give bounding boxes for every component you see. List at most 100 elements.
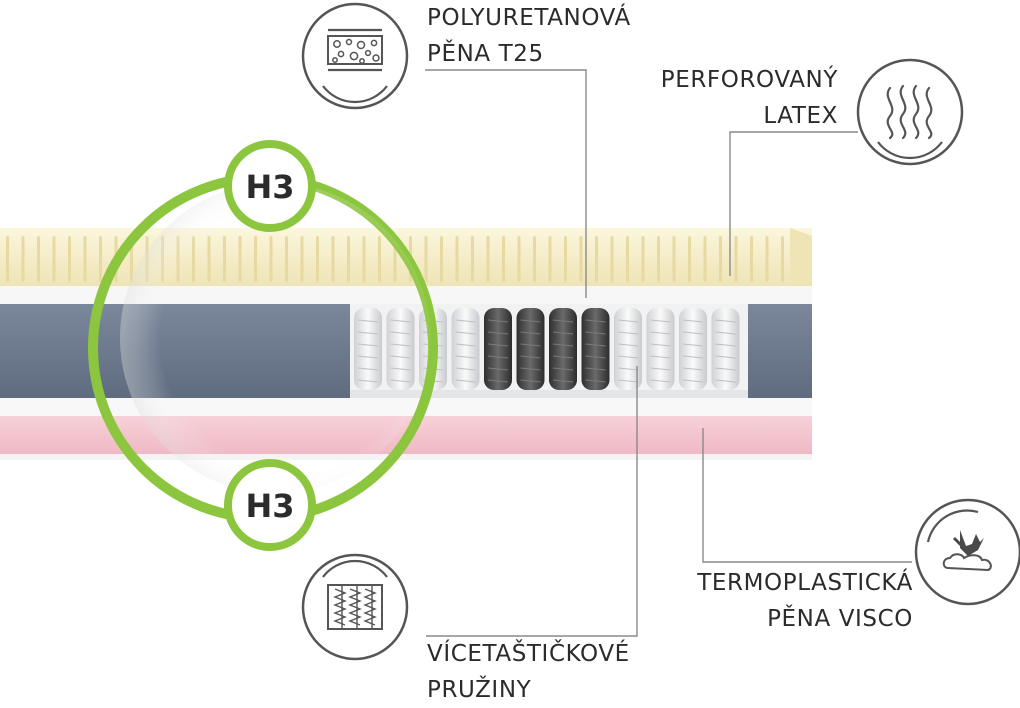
label-pocket-springs: VÍCETAŠTIČKOVÉ PRUŽINY xyxy=(427,636,630,708)
pocket-spring-coil xyxy=(715,379,736,383)
latex-rib xyxy=(424,236,428,282)
callout-line-latex xyxy=(729,131,858,276)
pocket-spring-coil xyxy=(455,355,476,359)
callout-line-springs xyxy=(426,366,638,637)
pocket-spring-coil xyxy=(487,379,509,383)
pocket-spring-coil xyxy=(682,319,704,323)
pocket-spring-coil xyxy=(487,319,509,323)
latex-rib xyxy=(781,236,784,282)
label-springs-line2: PRUŽINY xyxy=(427,677,532,703)
latex-edge xyxy=(790,228,812,286)
latex-rib xyxy=(750,236,753,282)
latex-rib xyxy=(719,236,722,282)
firmness-badge-bottom-text: H3 xyxy=(245,487,294,525)
pocket-spring-coil xyxy=(585,367,606,371)
latex-rib xyxy=(99,236,102,282)
latex-rib xyxy=(564,236,567,282)
latex-rib xyxy=(641,236,645,282)
pocket-spring-coil xyxy=(650,343,671,347)
label-polyurethane-line2: PĚNA T25 xyxy=(427,41,544,67)
firmness-badge-top-text: H3 xyxy=(245,168,294,206)
label-latex-line1: PERFOROVANÝ xyxy=(660,67,838,93)
latex-rib xyxy=(68,236,71,282)
pocket-spring-coil xyxy=(552,355,574,359)
pocket-spring-coil xyxy=(617,343,639,347)
wavy-lines-icon xyxy=(856,58,964,166)
pocket-spring-coil xyxy=(585,319,606,323)
latex-rib xyxy=(455,236,459,282)
pocket-spring-coil xyxy=(585,355,606,359)
pocket-spring-coil xyxy=(520,343,541,347)
latex-rib xyxy=(21,236,25,282)
latex-rib xyxy=(579,236,583,282)
pocket-spring-coil xyxy=(617,319,639,323)
pocket-spring-coil xyxy=(715,343,736,347)
pocket-spring-coil xyxy=(585,343,606,347)
firmness-badge-bottom: H3 xyxy=(224,459,316,551)
hand-press-foam-icon xyxy=(914,498,1020,606)
pocket-spring-coil xyxy=(650,367,671,371)
pocket-spring-coil xyxy=(520,319,541,323)
latex-rib xyxy=(734,236,738,282)
latex-rib xyxy=(533,236,536,282)
latex-rib xyxy=(703,236,707,282)
latex-rib xyxy=(688,236,691,282)
pocket-spring-coil xyxy=(585,331,606,335)
latex-rib xyxy=(502,236,505,282)
pocket-spring-coil xyxy=(650,319,671,323)
pocket-spring-coil xyxy=(552,379,574,383)
pocket-spring-coil xyxy=(617,355,639,359)
pocket-springs-icon xyxy=(301,553,409,661)
pocket-spring-coil xyxy=(552,319,574,323)
pocket-spring-coil xyxy=(455,343,476,347)
pocket-spring-coil xyxy=(487,367,509,371)
pocket-spring-coil xyxy=(682,343,704,347)
latex-rib xyxy=(471,236,474,282)
latex-rib xyxy=(765,236,769,282)
label-perforated-latex: PERFOROVANÝ LATEX xyxy=(661,62,838,134)
callout-line-visco xyxy=(702,428,912,563)
pocket-spring-coil xyxy=(617,379,639,383)
pocket-spring-coil xyxy=(552,331,574,335)
label-polyurethane-line1: POLYURETANOVÁ xyxy=(427,5,631,31)
callout-lines xyxy=(425,69,912,637)
callout-line-polyurethane xyxy=(425,69,587,298)
pocket-spring-coil xyxy=(487,343,509,347)
pocket-spring-coil xyxy=(650,379,671,383)
latex-rib xyxy=(672,236,676,282)
pocket-spring-coil xyxy=(715,367,736,371)
pocket-spring-coil xyxy=(487,355,509,359)
pocket-spring-coil xyxy=(617,367,639,371)
pocket-spring-coil xyxy=(715,355,736,359)
pocket-spring-coil xyxy=(650,355,671,359)
latex-rib xyxy=(626,236,629,282)
firmness-badge-top: H3 xyxy=(224,140,316,232)
latex-rib xyxy=(610,236,614,282)
pocket-spring-coil xyxy=(585,379,606,383)
latex-rib xyxy=(440,236,443,282)
latex-rib xyxy=(37,236,40,282)
pocket-spring-coil xyxy=(715,319,736,323)
label-visco-line1: TERMOPLASTICKÁ xyxy=(697,570,913,596)
pocket-spring-coil xyxy=(520,367,541,371)
latex-rib xyxy=(486,236,490,282)
latex-rib xyxy=(83,236,87,282)
pocket-spring-coil xyxy=(552,367,574,371)
pocket-spring-coil xyxy=(455,319,476,323)
pocket-spring-coil xyxy=(520,379,541,383)
label-springs-line1: VÍCETAŠTIČKOVÉ xyxy=(427,641,630,667)
pocket-spring-coil xyxy=(682,379,704,383)
bottom-cover-layer xyxy=(0,454,812,460)
pocket-spring-coil xyxy=(455,379,476,383)
latex-rib xyxy=(517,236,521,282)
label-latex-line2: LATEX xyxy=(763,103,838,129)
label-visco-line2: PĚNA VISCO xyxy=(767,606,913,632)
label-visco-foam: TERMOPLASTICKÁ PĚNA VISCO xyxy=(697,565,913,637)
foam-bubbles-icon xyxy=(301,2,409,110)
label-polyurethane-foam: POLYURETANOVÁ PĚNA T25 xyxy=(427,0,631,72)
latex-rib xyxy=(657,236,660,282)
pocket-spring-coil xyxy=(520,331,541,335)
pocket-spring-coil xyxy=(715,331,736,335)
latex-rib xyxy=(52,236,56,282)
